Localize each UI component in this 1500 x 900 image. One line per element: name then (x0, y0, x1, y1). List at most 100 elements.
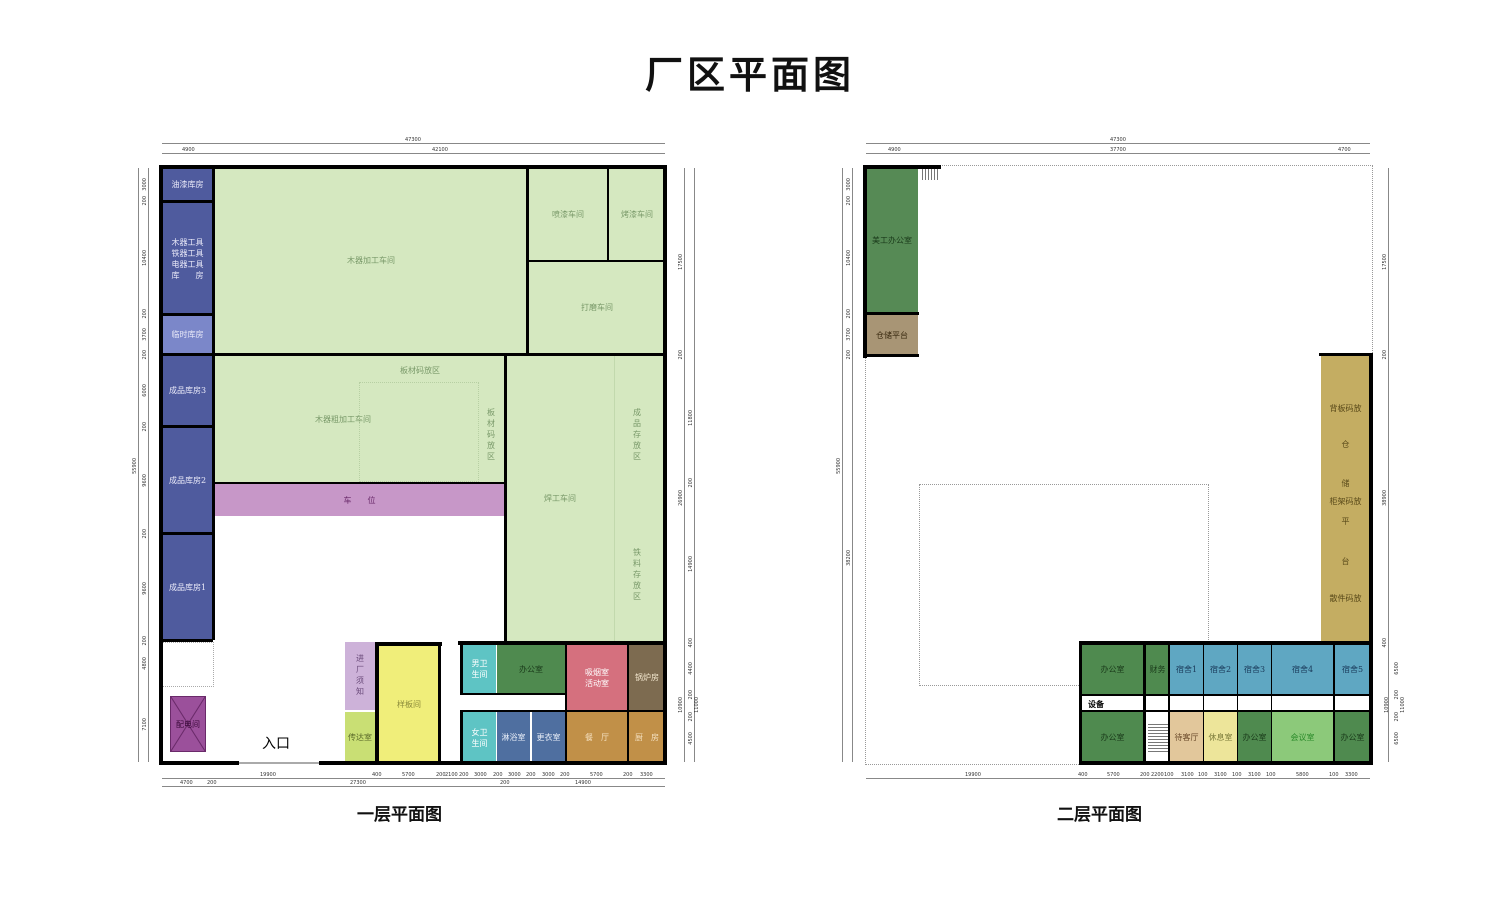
dim-label: 6500 (1394, 732, 1400, 745)
wall (162, 353, 665, 356)
courtyard-outline (919, 484, 1209, 686)
dim-label: 200 (688, 712, 694, 722)
room-female-wc: 女卫 生间 (463, 712, 496, 763)
wall (663, 165, 667, 765)
wall (162, 200, 213, 203)
dim-label: 10400 (846, 250, 852, 266)
dim-label: 200 (678, 350, 684, 360)
room-paint-store: 油漆库房 (162, 168, 213, 201)
dim-label: 4800 (142, 657, 148, 670)
wall (319, 761, 667, 765)
wall (460, 642, 463, 694)
dimension-line (162, 153, 665, 154)
dimension-line (162, 778, 665, 779)
label-iron-area: 铁料存放区 (632, 547, 642, 603)
label-frame: 柜架码放 (1329, 497, 1362, 506)
dim-label: 3000 (542, 772, 555, 778)
room-office-3: 办公室 (1238, 712, 1271, 763)
wall (159, 165, 667, 169)
dim-label: 200 (142, 529, 148, 539)
room-polish-workshop: 打磨车间 (529, 262, 665, 353)
wall (1143, 645, 1146, 761)
dim-label: 200 (142, 422, 148, 432)
dim-label: 14900 (688, 556, 694, 572)
dim-label: 2100 (445, 772, 458, 778)
dimension-line (852, 168, 853, 762)
dim-label: 200 (1382, 350, 1388, 360)
wall (627, 645, 629, 762)
dim-label: 400 (372, 772, 382, 778)
dim-label: 38200 (846, 550, 852, 566)
room-dorm-3: 宿舍3 (1238, 645, 1271, 694)
label-ping: 平 (1341, 517, 1350, 526)
wall (1319, 353, 1373, 356)
room-dorm-2: 宿舍2 (1204, 645, 1237, 694)
dimension-line (162, 786, 665, 787)
dim-label: 200 (688, 478, 694, 488)
dim-label: 26900 (678, 490, 684, 506)
board-area-outline (359, 382, 479, 482)
room-product-store-2: 成品库房2 (162, 428, 213, 532)
stairs-icon (1148, 722, 1168, 752)
room-dorm-4: 宿舍4 (1272, 645, 1333, 694)
dim-label: 3300 (640, 772, 653, 778)
dim-label: 10900 (1384, 697, 1390, 713)
wall (565, 645, 567, 762)
wall (460, 710, 665, 712)
room-power-label: 配电间 (176, 719, 200, 729)
room-office-4: 办公室 (1335, 712, 1370, 763)
label-chu: 储 (1341, 479, 1350, 488)
dim-label: 200 (142, 636, 148, 646)
dim-label: 200 (436, 772, 446, 778)
dim-label: 200 (560, 772, 570, 778)
room-sample: 样板间 (378, 645, 440, 763)
dim-label: 100 (1329, 772, 1339, 778)
dim-label: 5700 (1107, 772, 1120, 778)
dimension-line (842, 168, 843, 762)
room-wood-workshop: 木器加工车间 (215, 168, 527, 353)
dim-label: 6000 (142, 384, 148, 397)
dim-label: 4500 (688, 732, 694, 745)
dim-label: 400 (1382, 638, 1388, 648)
dim-label: 3100 (1181, 772, 1194, 778)
dim-label: 42100 (432, 147, 448, 153)
wall (1079, 641, 1082, 765)
room-product-store-3: 成品库房3 (162, 356, 213, 425)
dim-label: 3000 (142, 178, 148, 191)
room-shower: 淋浴室 (497, 712, 530, 763)
dim-label: 200 (846, 196, 852, 206)
wall (1369, 353, 1373, 765)
dim-label: 4400 (688, 662, 694, 675)
room-male-wc: 男卫 生间 (463, 645, 496, 693)
wall (212, 168, 215, 640)
outline (162, 642, 214, 687)
room-parking: 车 位 (215, 484, 504, 516)
room-notice: 进厂须知 (345, 642, 375, 710)
dim-label: 10400 (142, 250, 148, 266)
wall (458, 641, 665, 645)
dim-label: 3700 (846, 328, 852, 341)
dim-label: 27300 (350, 780, 366, 786)
room-dorm-1: 宿舍1 (1170, 645, 1203, 694)
wall (162, 532, 213, 535)
dim-label: 400 (688, 638, 694, 648)
room-office: 办公室 (497, 645, 565, 693)
label-product-area: 成品存放区 (632, 407, 642, 463)
label-board-area: 板材码放区 (400, 365, 440, 375)
room-storage-platform: 仓储平台 (866, 315, 918, 355)
dimension-line (239, 762, 319, 764)
room-kitchen: 厨 房 (629, 712, 665, 763)
wall (1203, 645, 1204, 761)
dim-label: 47300 (1110, 137, 1126, 143)
dim-label: 200 (846, 309, 852, 319)
room-boiler: 锅炉房 (629, 645, 665, 710)
dim-label: 4900 (182, 147, 195, 153)
dim-label: 55900 (836, 458, 842, 474)
dim-label: 7100 (142, 718, 148, 731)
dim-label: 200 (142, 309, 148, 319)
dim-label: 400 (1078, 772, 1088, 778)
page-title: 厂区平面图 (644, 53, 855, 97)
wall (866, 354, 919, 357)
dim-label: 200 (207, 780, 217, 786)
room-guard: 传达室 (345, 712, 375, 763)
